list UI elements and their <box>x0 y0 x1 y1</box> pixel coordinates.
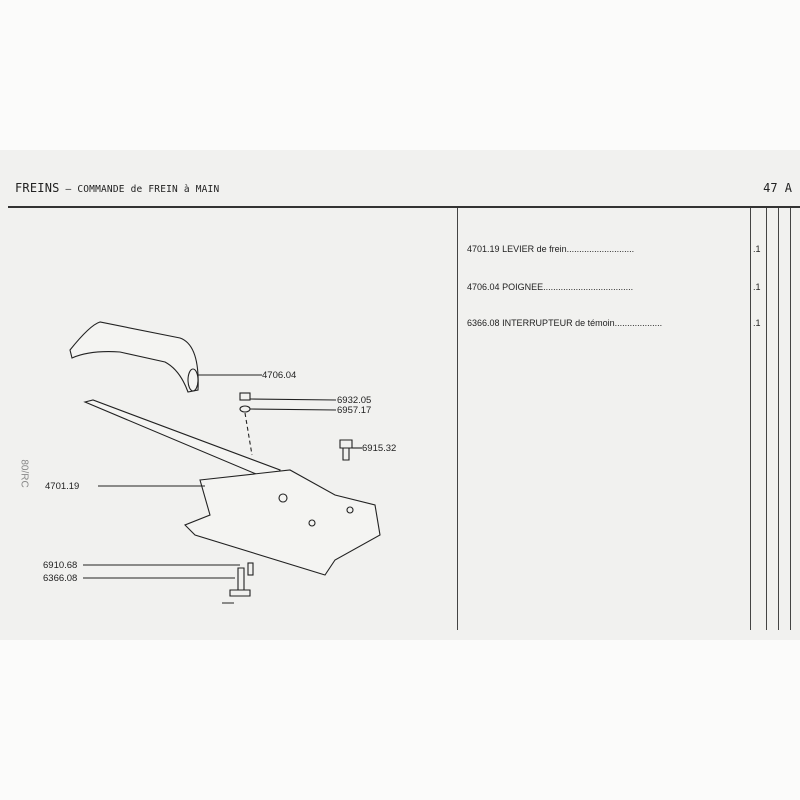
handle-grip <box>69 321 199 393</box>
part-row: 6366.08 INTERRUPTEUR de témoin..........… <box>467 318 662 328</box>
callout-label: 6915.32 <box>362 443 397 454</box>
bolt-icon <box>339 439 353 461</box>
stamp-text: 80/RC <box>18 459 30 488</box>
part-ref: 4706.04 <box>467 282 500 292</box>
title-separator: – <box>59 184 78 195</box>
lever-body <box>184 469 381 576</box>
callout-label: 6910.68 <box>43 560 78 571</box>
washer-icon <box>239 405 251 413</box>
leader-dots: ................... <box>614 318 663 328</box>
page-number: 47 A <box>763 181 792 195</box>
section-subtitle: COMMANDE de FREIN à MAIN <box>77 184 220 195</box>
page-header: FREINS – COMMANDE de FREIN à MAIN <box>15 181 219 195</box>
callout-label: 6366.08 <box>43 573 78 584</box>
callout-label: 4701.19 <box>45 481 80 492</box>
part-name: LEVIER de frein <box>502 244 567 254</box>
part-row: 4701.19 LEVIER de frein.................… <box>467 244 634 254</box>
callout-label: 6932.05 <box>337 395 372 406</box>
part-qty: .1 <box>753 244 761 254</box>
callout-label: 6957.17 <box>337 405 372 416</box>
part-ref: 4701.19 <box>467 244 500 254</box>
lever-rod <box>83 399 281 483</box>
column-divider <box>750 208 751 630</box>
column-divider <box>766 208 767 630</box>
part-qty: .1 <box>753 282 761 292</box>
column-divider <box>790 208 791 630</box>
leader-dots: .................................... <box>543 282 634 292</box>
switch-icon <box>222 567 251 604</box>
exploded-diagram <box>69 321 381 604</box>
column-divider <box>778 208 779 630</box>
nut-icon <box>239 392 251 401</box>
header-rule <box>8 206 800 208</box>
leader-dots: ........................... <box>566 244 635 254</box>
callout-label: 4706.04 <box>262 370 297 381</box>
part-name: POIGNEE <box>502 282 544 292</box>
grip-opening <box>187 368 199 392</box>
catalog-page <box>0 150 800 640</box>
column-divider <box>457 208 458 630</box>
part-row: 4706.04 POIGNEE.........................… <box>467 282 633 292</box>
part-ref: 6366.08 <box>467 318 500 328</box>
part-qty: .1 <box>753 318 761 328</box>
part-name: INTERRUPTEUR de témoin <box>502 318 615 328</box>
section-title: FREINS <box>15 181 60 195</box>
